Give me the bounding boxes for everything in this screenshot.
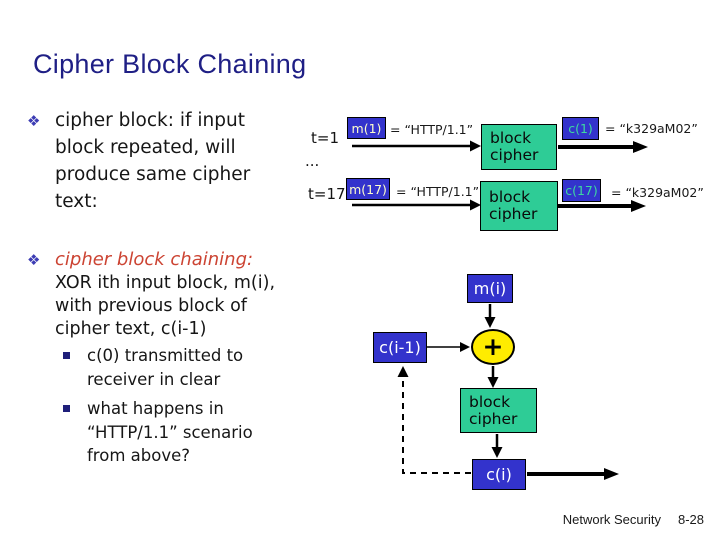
arrowhead-icon	[631, 200, 646, 212]
t17-label: t=17	[308, 185, 346, 203]
arrowhead-icon	[604, 468, 619, 480]
m1-equals-text: = “HTTP/1.1”	[390, 122, 474, 137]
bullet1-line: cipher block: if input	[55, 110, 245, 131]
sub-bullet2-line: what happens in	[87, 399, 224, 418]
arrowhead-icon	[470, 140, 481, 152]
footer-page-number: 8-28	[677, 512, 704, 527]
bullet2-line: XOR ith input block, m(i),	[55, 273, 276, 293]
c-prev-box: c(i-1)	[373, 332, 427, 363]
t1-label: t=1	[311, 129, 339, 147]
c17-equals-text: = “k329aM02”	[611, 185, 704, 200]
sub-bullet2-line: “HTTP/1.1” scenario	[87, 422, 253, 442]
arrowhead-icon	[487, 377, 499, 388]
page-title: Cipher Block Chaining	[33, 49, 307, 79]
ci-box: c(i)	[472, 459, 526, 490]
sub-bullet2-line: from above?	[87, 446, 190, 465]
bullet-diamond-icon: ❖	[27, 112, 41, 130]
bullet-diamond-icon: ❖	[27, 251, 41, 269]
xor-plus-icon: +	[482, 331, 504, 361]
m17-equals-text: = “HTTP/1.1”	[396, 184, 480, 199]
bullet2-line: with previous block of	[55, 296, 247, 316]
sub-bullet1-line: c(0) transmitted to	[87, 346, 244, 365]
bullet1-line: block repeated, will	[55, 137, 236, 158]
arrowhead-icon	[484, 317, 496, 328]
block-cipher-box-3: block cipher	[460, 388, 537, 433]
slide-footer: Network Security 8-28	[563, 512, 704, 527]
block-cipher-box-2: block cipher	[480, 181, 558, 231]
bullet2-line: cipher text, c(i-1)	[55, 319, 207, 339]
bullet1-line: produce same cipher	[55, 164, 251, 185]
footer-course: Network Security	[562, 512, 661, 527]
c1-equals-text: = “k329aM02”	[605, 121, 698, 136]
block-cipher-box-1: block cipher	[481, 124, 557, 170]
c1-box: c(1)	[562, 117, 599, 140]
m1-box: m(1)	[347, 117, 386, 139]
arrowhead-icon	[491, 447, 503, 458]
cbc-heading: cipher block chaining:	[55, 249, 254, 270]
m17-box: m(17)	[346, 178, 390, 200]
arrowhead-icon	[397, 366, 409, 377]
sub-bullet-square-icon	[63, 405, 70, 412]
ellipsis-label: ...	[305, 152, 320, 170]
arrowhead-icon	[460, 342, 470, 352]
c17-box: c(17)	[562, 179, 601, 202]
sub-bullet-square-icon	[63, 352, 70, 359]
bullet1-line: text:	[55, 191, 98, 212]
arrowhead-icon	[633, 141, 648, 153]
sub-bullet1-line: receiver in clear	[87, 369, 221, 389]
mi-box: m(i)	[467, 274, 513, 303]
xor-node: +	[471, 329, 515, 365]
